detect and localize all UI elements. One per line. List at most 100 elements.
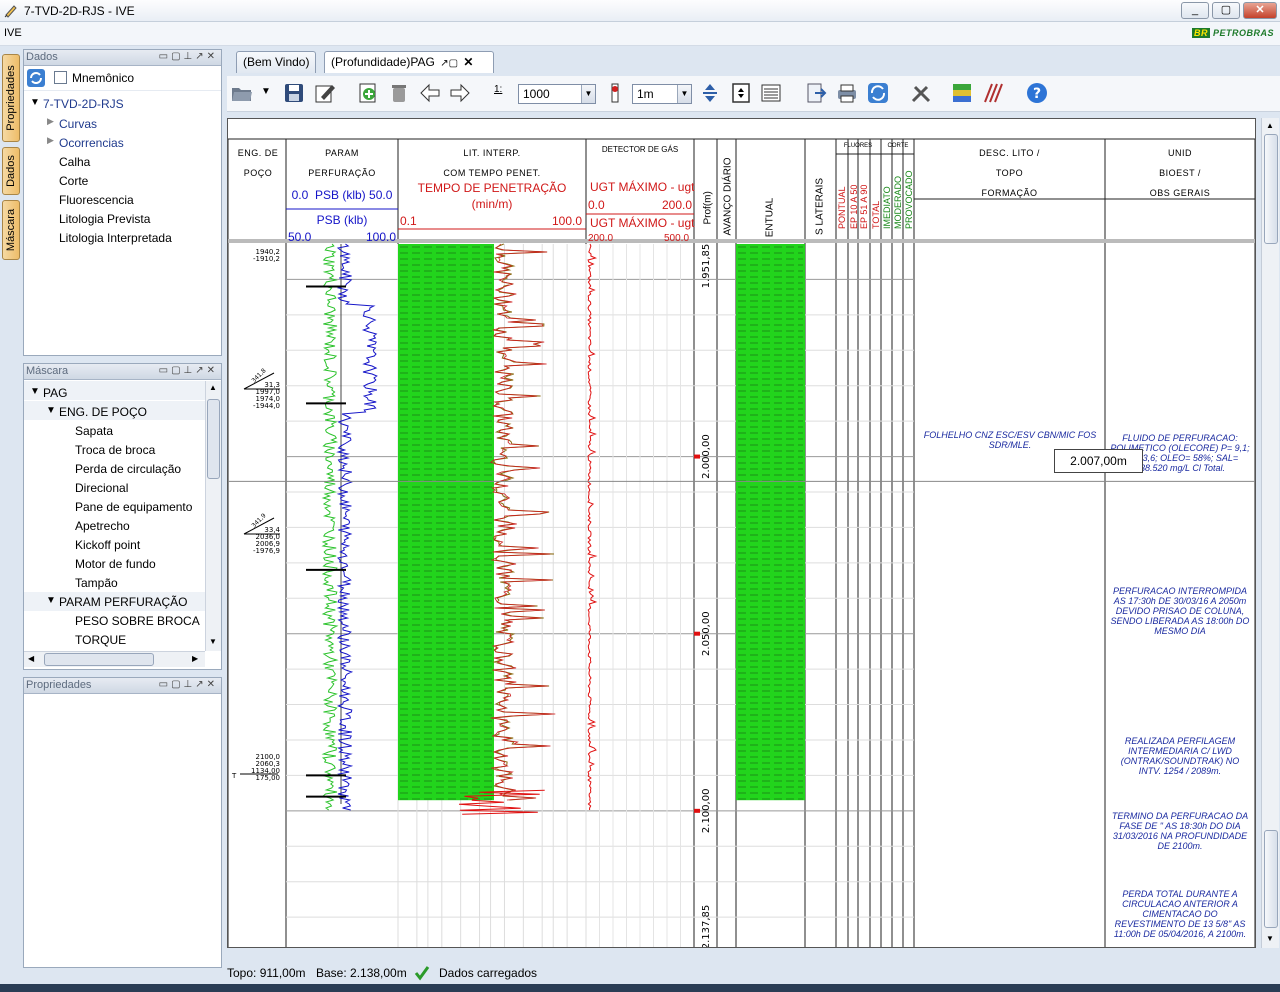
open-dropdown-arrow-icon[interactable]: ▼: [261, 86, 271, 97]
mask-item[interactable]: Troca de broca: [75, 443, 156, 457]
mask-group-eng-poco[interactable]: ENG. DE POÇO: [59, 405, 148, 419]
mask-horizontal-scrollbar[interactable]: ◀ ▶: [24, 651, 205, 667]
mask-item[interactable]: Sapata: [75, 424, 114, 438]
status-topo: Topo: 911,00m: [227, 966, 306, 980]
mask-root-pag[interactable]: PAG: [43, 386, 68, 400]
tree-expand-icon[interactable]: ▼: [30, 97, 40, 108]
tree-expand-icon[interactable]: ▶: [47, 135, 54, 145]
eng-annotation: 2006,9: [256, 540, 281, 548]
mask-group-param-perfuracao[interactable]: PARAM PERFURAÇÃO: [59, 595, 188, 609]
help-icon[interactable]: ?: [1026, 82, 1048, 104]
refresh-toolbar-icon[interactable]: [867, 82, 889, 104]
header-ugt1-min: 0.0: [588, 198, 605, 212]
mask-item[interactable]: PESO SOBRE BROCA: [75, 614, 200, 628]
scroll-thumb-bottom[interactable]: [1264, 830, 1278, 928]
maximize-button[interactable]: ▢: [1212, 2, 1240, 19]
curve-style-icon[interactable]: [982, 82, 1004, 104]
mnemonico-checkbox[interactable]: [54, 71, 67, 84]
save-icon[interactable]: [283, 82, 305, 104]
print-icon[interactable]: [836, 82, 858, 104]
tab-profundidade-pag[interactable]: (Profundidade)PAG ↗▢ ✕: [324, 51, 494, 73]
mask-vertical-scrollbar[interactable]: ▲ ▼: [205, 381, 221, 651]
list-view-icon[interactable]: [760, 82, 782, 104]
menu-ive[interactable]: IVE: [4, 27, 22, 39]
header-tp-max: 100.0: [552, 214, 583, 228]
tree-well-item[interactable]: 7-TVD-2D-RJS: [43, 97, 124, 111]
arrow-right-icon[interactable]: [449, 82, 471, 104]
export-icon[interactable]: [805, 82, 827, 104]
panel-window-icons[interactable]: ▭▢⊥↗✕: [158, 679, 218, 690]
eng-angle-line: [243, 517, 275, 535]
tree-expand-icon[interactable]: ▼: [30, 386, 40, 397]
open-folder-icon[interactable]: [231, 82, 253, 104]
tools-icon[interactable]: [910, 82, 932, 104]
side-tab-dados[interactable]: Dados: [2, 147, 20, 195]
header-corte: CORTE: [887, 143, 909, 149]
mask-item[interactable]: TORQUE: [75, 633, 127, 647]
dados-panel: Dados▭▢⊥↗✕ Mnemônico ▼ 7-TVD-2D-RJS ▶ Cu…: [23, 49, 222, 356]
mask-item[interactable]: Kickoff point: [75, 538, 141, 552]
panel-window-icons[interactable]: ▭▢⊥↗✕: [158, 51, 218, 62]
tree-item-curvas[interactable]: Curvas: [59, 117, 98, 131]
side-tab-mascara[interactable]: Máscara: [2, 200, 20, 260]
fit-vertical-icon[interactable]: [730, 82, 752, 104]
eng-annotation: 2060,3: [256, 760, 281, 768]
tree-expand-icon[interactable]: ▼: [46, 595, 56, 606]
header-lit-interp: LIT. INTERP.COM TEMPO PENET.: [443, 148, 541, 178]
scroll-thumb-top[interactable]: [1264, 134, 1278, 244]
tree-item-litologia-interpretada[interactable]: Litologia Interpretada: [59, 231, 172, 245]
gas-curve: [586, 243, 598, 810]
close-window-button[interactable]: ✕: [1243, 2, 1277, 19]
depth-label: 2.050,00: [701, 611, 712, 656]
tree-item-fluorescencia[interactable]: Fluorescencia: [59, 193, 134, 207]
eng-annotation: 175,00: [256, 774, 281, 782]
lithology-pattern-icon[interactable]: [951, 82, 973, 104]
tree-expand-icon[interactable]: ▼: [46, 405, 56, 416]
header-tempo-penetracao: TEMPO DE PENETRAÇÃO(min/m): [417, 181, 567, 211]
refresh-icon[interactable]: [27, 69, 45, 87]
side-tab-propriedades[interactable]: Propriedades: [2, 54, 20, 142]
depth-step-combo[interactable]: 1m▼: [632, 84, 692, 104]
panel-window-icons[interactable]: ▭▢⊥↗✕: [158, 365, 218, 376]
tree-item-calha[interactable]: Calha: [59, 155, 91, 169]
tree-item-corte[interactable]: Corte: [59, 174, 89, 188]
depth-label: 1.951,85: [701, 244, 712, 289]
mask-item[interactable]: Motor de fundo: [75, 557, 156, 571]
mask-item[interactable]: Apetrecho: [75, 519, 130, 533]
mask-item[interactable]: Tampão: [75, 576, 118, 590]
desc-lito-comment: FOLHELHO CNZ ESC/ESV CBN/MIC FOS SDR/MLE…: [923, 430, 1097, 450]
dados-panel-header: Dados▭▢⊥↗✕: [24, 50, 221, 66]
scale-combo[interactable]: 1000▼: [518, 84, 596, 104]
header-sub-provocado: PROVOCADO: [904, 170, 914, 229]
header-ugt1-name: UGT MÁXIMO - ugt: [590, 180, 695, 194]
new-document-icon[interactable]: [357, 82, 379, 104]
tree-item-ocorrencias[interactable]: Ocorrencias: [59, 136, 124, 150]
tree-item-litologia-prevista[interactable]: Litologia Prevista: [59, 212, 151, 226]
svg-text:?: ?: [1033, 86, 1041, 102]
tab-bem-vindo[interactable]: (Bem Vindo): [236, 51, 317, 73]
log-vertical-scrollbar[interactable]: ▲ ▼: [1261, 118, 1279, 948]
mask-item[interactable]: Direcional: [75, 481, 129, 495]
eng-annotation: -1944,0: [253, 402, 280, 410]
edit-icon[interactable]: [314, 82, 336, 104]
arrow-left-icon[interactable]: [419, 82, 441, 104]
log-plot[interactable]: 1.951,852.000,002.050,002.100,002.137,85…: [228, 119, 1256, 948]
mask-item[interactable]: Perda de circulação: [75, 462, 182, 476]
toolbar: ▼ 1: 1000▼ 1m▼ ?: [227, 76, 1280, 112]
minimize-button[interactable]: _: [1181, 2, 1209, 19]
mask-item[interactable]: Pane de equipamento: [75, 500, 193, 514]
depth-ruler-icon[interactable]: [604, 82, 626, 104]
eng-annotation: 1997,0: [256, 388, 281, 396]
tab-window-icons[interactable]: ↗▢: [440, 58, 459, 69]
eng-annotation: 1134,00: [251, 767, 280, 775]
header-sub-ep-10-a-50: EP 10 A 50: [849, 184, 859, 229]
expand-vertical-icon[interactable]: [699, 82, 721, 104]
tab-close-icon[interactable]: ✕: [463, 55, 474, 69]
tree-expand-icon[interactable]: ▶: [47, 116, 54, 126]
delete-trash-icon[interactable]: [388, 82, 410, 104]
obs-comment-4: TERMINO DA PERFURACAO DA FASE DE " AS 18…: [1111, 811, 1249, 851]
